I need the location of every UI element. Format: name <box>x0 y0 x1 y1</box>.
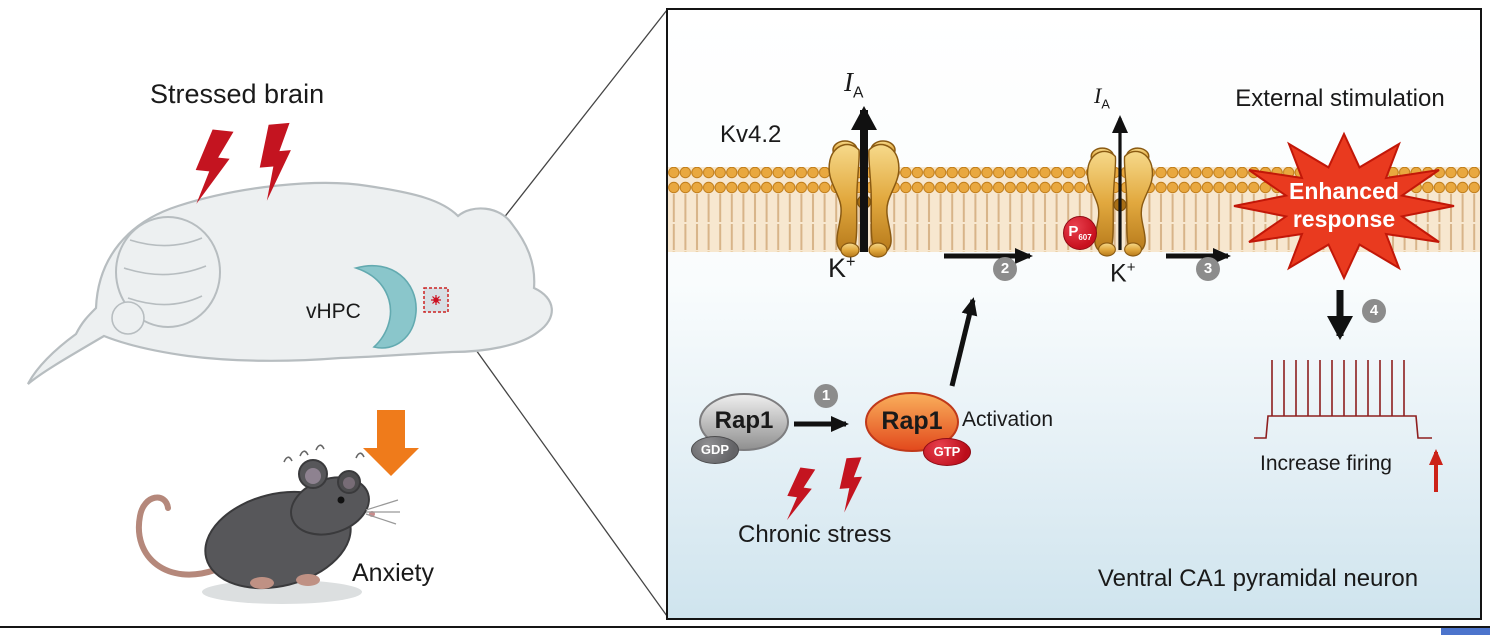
step-badge-4: 4 <box>1362 299 1386 323</box>
down-arrow-icon <box>363 410 419 476</box>
mouse-illustration <box>135 444 400 604</box>
kv42-label: Kv4.2 <box>720 121 782 148</box>
k-ion-label: K+ <box>1110 259 1136 288</box>
current-symbol: I <box>844 67 853 97</box>
ion-superscript: + <box>846 253 856 271</box>
corner-accent <box>1441 628 1490 635</box>
vhpc-target-marker <box>431 295 441 305</box>
anxiety-label: Anxiety <box>352 559 434 587</box>
enhanced-response-label: Enhanced response <box>1264 178 1424 233</box>
stressed-brain-label: Stressed brain <box>150 79 325 109</box>
spike-train-icon <box>1254 360 1432 439</box>
step-badge-3: 3 <box>1196 257 1220 281</box>
chronic-stress-bolt-icons <box>783 457 866 524</box>
enhanced-line2: response <box>1292 205 1396 232</box>
rap1-gtp-ellipse <box>865 392 959 452</box>
gtp-badge: GTP <box>923 438 971 466</box>
shiver-marks <box>283 444 365 463</box>
external-stimulation-label: External stimulation <box>1235 85 1445 112</box>
current-subscript: A <box>1101 96 1110 112</box>
step-badge-2: 2 <box>993 257 1017 281</box>
whisker-lines <box>365 499 400 525</box>
activation-label: Activation <box>962 408 1054 431</box>
phospho-symbol: P <box>1068 223 1079 240</box>
kv42-channel-icon <box>828 140 900 258</box>
brain-illustration <box>27 181 553 385</box>
ion-superscript: + <box>1126 259 1136 276</box>
activation-diagonal-arrow <box>949 297 978 387</box>
current-subscript: A <box>853 84 864 102</box>
kv42-channel-icon <box>1086 147 1154 257</box>
cerebellum-icon <box>111 216 221 335</box>
current-symbol: I <box>1094 83 1102 108</box>
vhpc-label: vHPC <box>306 300 361 323</box>
k-ion-label: K+ <box>828 253 856 284</box>
bottom-rule <box>0 626 1490 628</box>
phospho-badge: P607 <box>1063 216 1097 250</box>
mouse-eye-icon <box>337 496 345 504</box>
ia-current-label: IA <box>1094 83 1110 112</box>
chronic-stress-label: Chronic stress <box>738 521 892 548</box>
ia-current-label: IA <box>844 67 864 102</box>
enhanced-response-starburst <box>1233 131 1455 281</box>
increase-firing-label: Increase firing <box>1260 452 1392 475</box>
zoom-callout-box <box>423 287 449 313</box>
rap1-gdp-label: Rap1 <box>714 407 774 434</box>
ion-symbol: K <box>1110 259 1127 288</box>
phospho-subscript: 607 <box>1078 233 1092 242</box>
vhpc-region <box>353 264 417 349</box>
rap1-gtp-label: Rap1 <box>881 407 943 435</box>
mechanism-panel: Kv4.2 IA IA K+ K+ P607 1 2 3 4 Rap1 GDP … <box>666 8 1482 620</box>
step-badge-1: 1 <box>814 384 838 408</box>
neuron-label: Ventral CA1 pyramidal neuron <box>1097 565 1419 592</box>
ion-symbol: K <box>828 253 847 283</box>
gdp-badge: GDP <box>691 436 739 464</box>
enhanced-line1: Enhanced <box>1289 178 1399 204</box>
